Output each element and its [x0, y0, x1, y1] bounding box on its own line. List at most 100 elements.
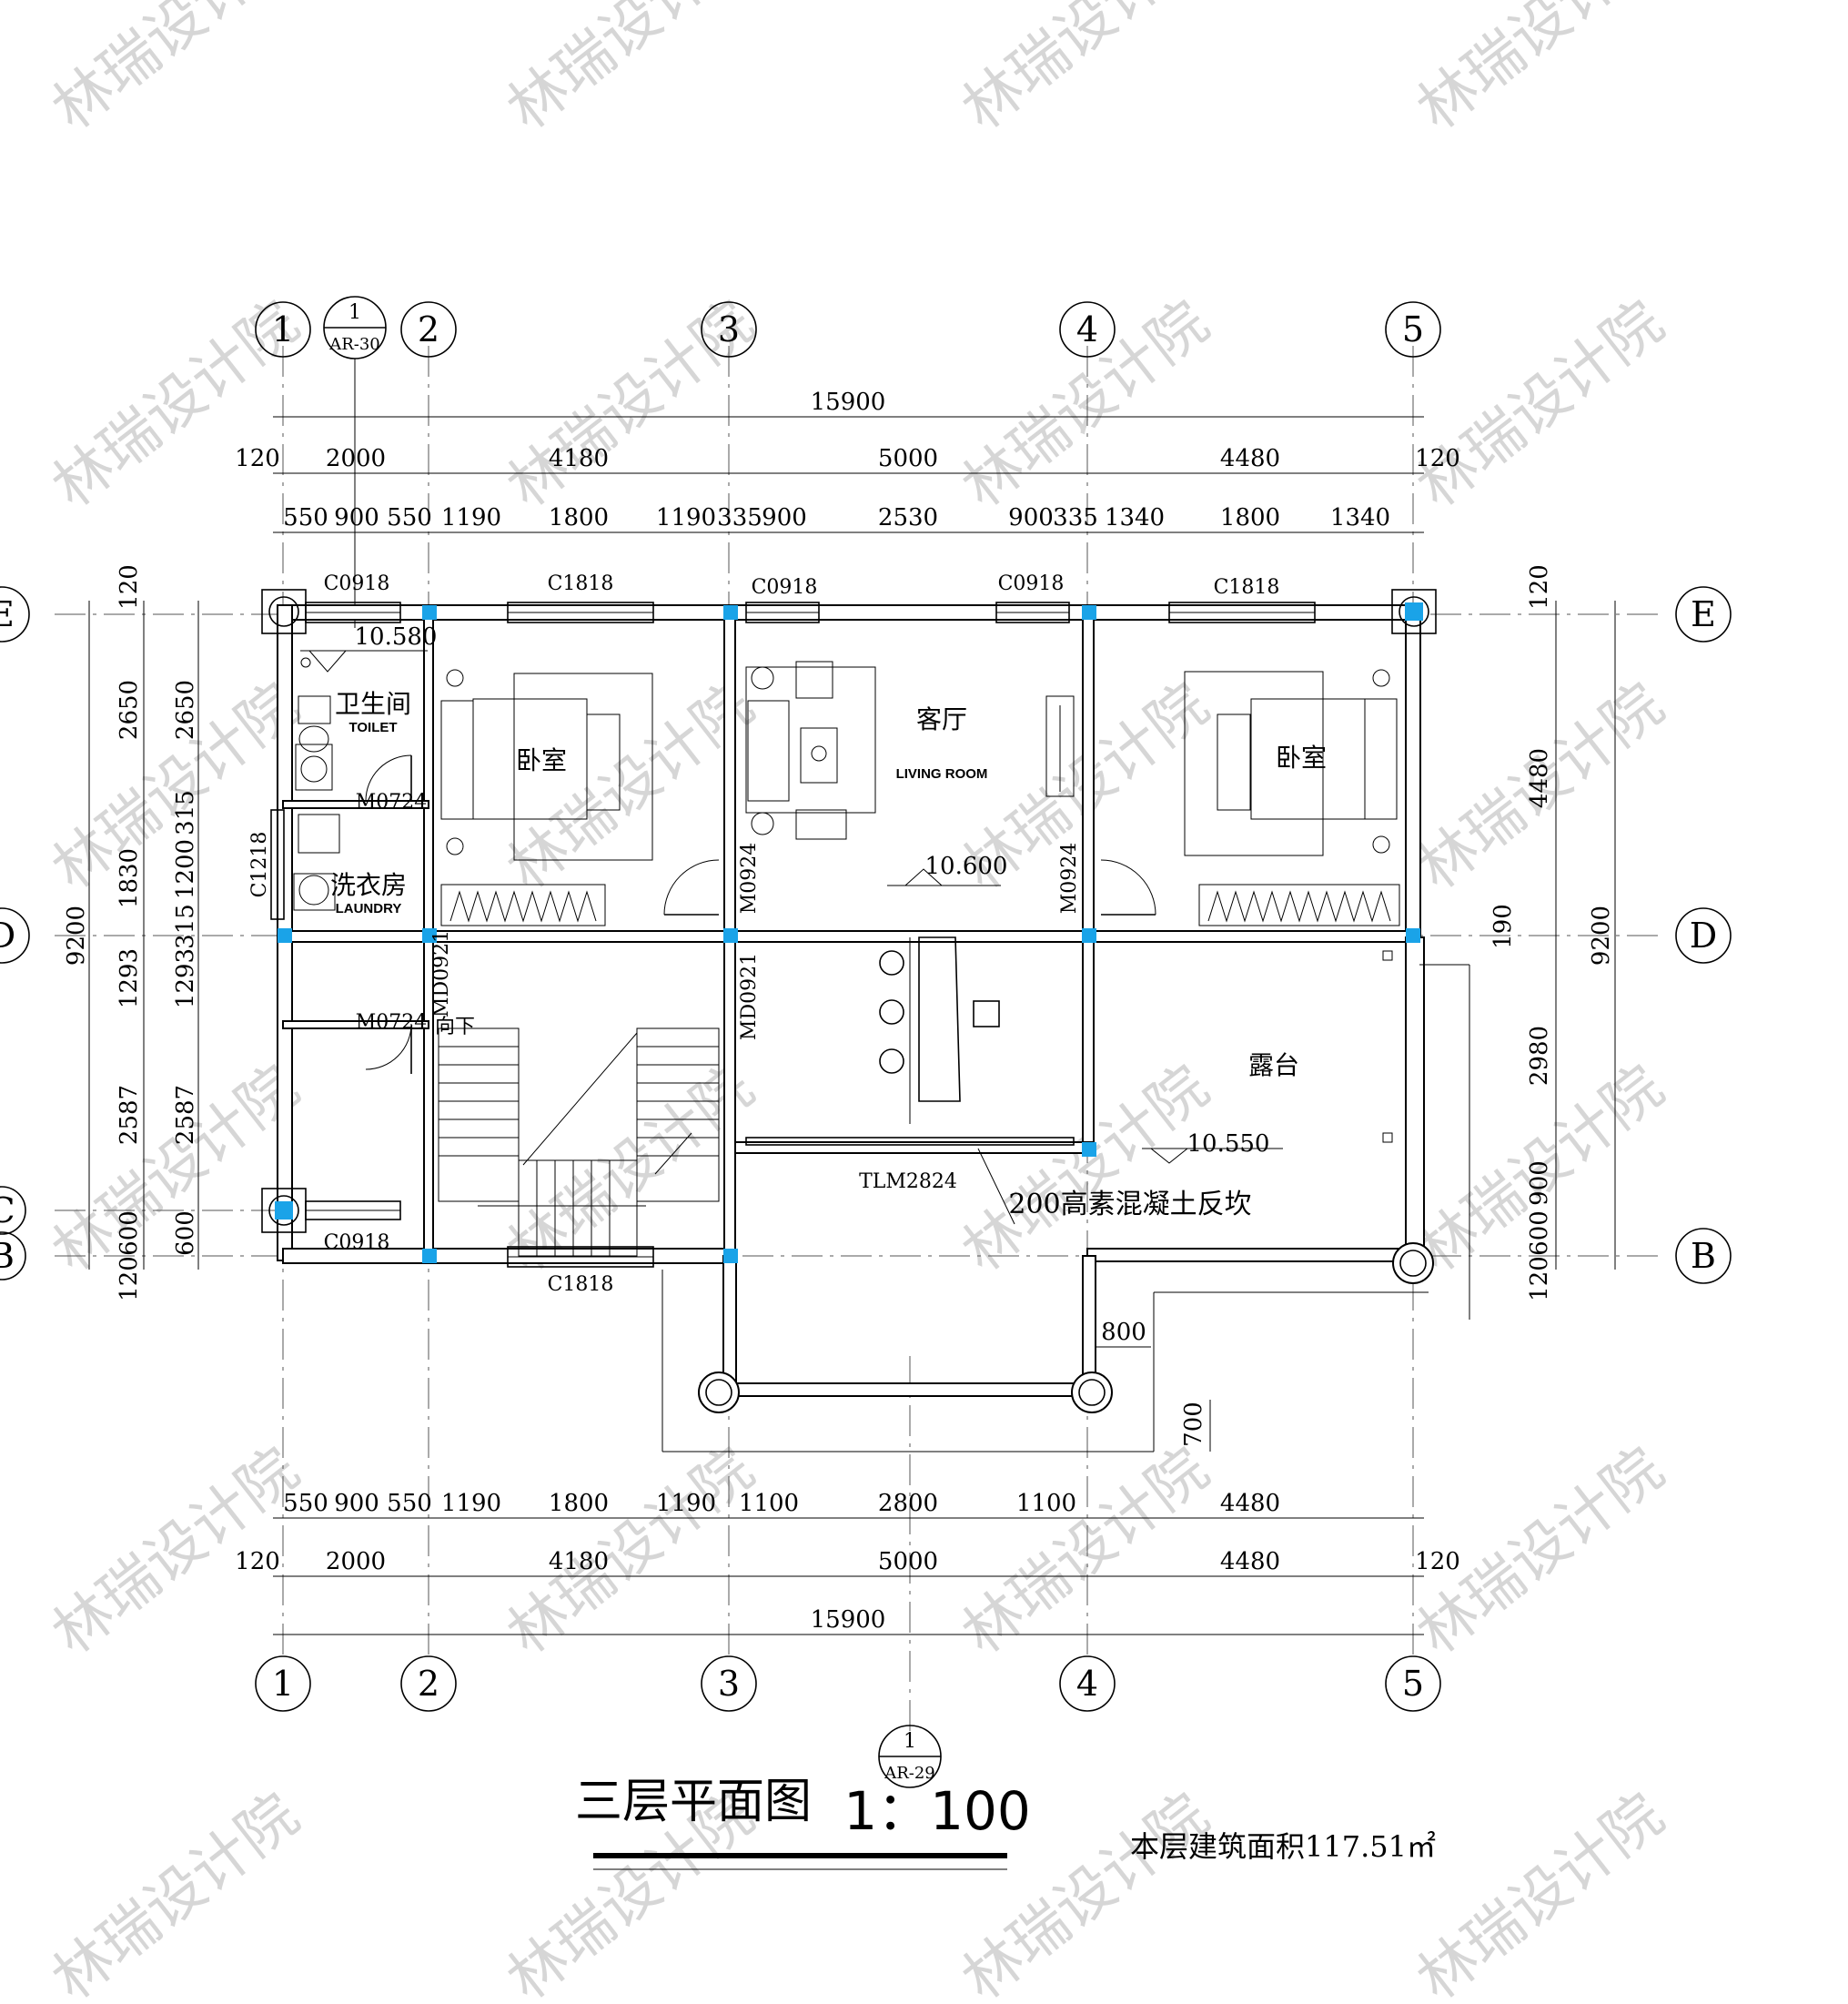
- dim-700: 700: [1180, 1402, 1207, 1447]
- living-room-label-en: LIVING ROOM: [896, 766, 988, 782]
- elevation-label: 10.580: [355, 623, 438, 651]
- svg-text:120: 120: [116, 564, 143, 610]
- svg-text:120: 120: [1526, 564, 1553, 610]
- axis-bubble: D: [0, 907, 30, 964]
- toilet-fixtures: [293, 657, 340, 911]
- svg-text:1190: 1190: [441, 504, 501, 531]
- door-label: MD0921: [738, 953, 761, 1040]
- watermark: 林瑞设计院: [40, 0, 311, 144]
- svg-text:120: 120: [235, 445, 280, 472]
- svg-text:1: 1: [348, 301, 361, 324]
- svg-text:1: 1: [904, 1730, 916, 1753]
- svg-text:315: 315: [172, 790, 199, 835]
- svg-text:AR-30: AR-30: [328, 335, 380, 354]
- svg-text:1800: 1800: [549, 504, 609, 531]
- door-label: M0924: [1058, 843, 1081, 915]
- detail-reference-top: 1 AR-30: [323, 296, 387, 628]
- svg-text:4480: 4480: [1220, 445, 1280, 472]
- dimensions-right: 120 4480 190 2980 900 600 120 9200: [1490, 564, 1616, 1301]
- window-label: C0918: [998, 572, 1065, 595]
- curb-note: 200高素混凝土反坎: [1008, 1189, 1251, 1220]
- svg-text:3: 3: [718, 309, 740, 349]
- dimensions-left: 9200 120 2650 1830 1293 2587 600 120 265…: [63, 564, 199, 1301]
- svg-text:120: 120: [1415, 1548, 1460, 1575]
- door-label: M0724: [356, 791, 428, 814]
- detail-reference-bottom: 1 AR-29: [878, 1725, 942, 1788]
- watermark: 林瑞设计院: [1405, 288, 1676, 521]
- svg-text:5000: 5000: [878, 1548, 938, 1575]
- axis-bubble: 3: [701, 1655, 757, 1712]
- drawing-scale: 1：100: [843, 1780, 1031, 1842]
- svg-text:1100: 1100: [739, 1490, 799, 1517]
- svg-text:D: D: [1690, 916, 1717, 956]
- svg-text:1190: 1190: [441, 1490, 501, 1517]
- window-label: C0918: [324, 1231, 390, 1254]
- door-label: M0724: [356, 1011, 428, 1034]
- svg-text:1293: 1293: [172, 948, 199, 1008]
- terrace-label: 露台: [1248, 1050, 1299, 1080]
- watermark: 林瑞设计院: [40, 288, 311, 521]
- window-label: C1218: [248, 832, 271, 898]
- dim-800: 800: [1101, 1319, 1146, 1346]
- axis-bubble: E: [1675, 586, 1732, 643]
- svg-text:550: 550: [283, 504, 328, 531]
- svg-text:AR-29: AR-29: [884, 1764, 935, 1783]
- watermark: 林瑞设计院: [1405, 1781, 1676, 2004]
- toilet-label: 卫生间: [335, 689, 411, 719]
- axis-bubbles-top: 1 2 3 4 5: [255, 301, 1441, 358]
- svg-text:1340: 1340: [1105, 504, 1165, 531]
- svg-text:335: 335: [1053, 504, 1098, 531]
- svg-text:550: 550: [283, 1490, 328, 1517]
- doors: M0724 M0724 M0924 M0924 MD0921 MD0921 TL…: [356, 754, 1156, 1193]
- window-label: C1818: [1214, 576, 1280, 599]
- svg-text:120: 120: [116, 1256, 143, 1301]
- svg-text:900: 900: [1526, 1160, 1553, 1206]
- axis-bubble: 3: [701, 301, 757, 358]
- drawing-title: 三层平面图: [575, 1775, 812, 1829]
- svg-text:E: E: [1691, 594, 1716, 634]
- watermark: 林瑞设计院: [495, 0, 766, 144]
- svg-text:120: 120: [235, 1548, 280, 1575]
- svg-text:3: 3: [718, 1664, 740, 1704]
- living-room-label: 客厅: [916, 704, 967, 734]
- door-label: TLM2824: [859, 1170, 957, 1193]
- svg-text:5: 5: [1402, 309, 1424, 349]
- dimensions-bottom: 550 900 550 1190 1800 1190 1100 2800 110…: [235, 1490, 1460, 1635]
- svg-text:120: 120: [1415, 445, 1460, 472]
- door-label: MD0921: [430, 930, 453, 1017]
- svg-text:E: E: [0, 594, 15, 634]
- svg-text:1: 1: [272, 309, 294, 349]
- elevation-markers: 10.580 10.600 10.550: [300, 623, 1269, 1158]
- dim-overall-left: 9200: [63, 906, 90, 966]
- axis-bubble: E: [0, 586, 30, 643]
- windows: C0918 C1818 C0918 C0918 C1818 C0918 C181…: [248, 572, 1316, 1296]
- door-label: M0924: [738, 843, 761, 915]
- terrace-details: [977, 950, 1393, 1225]
- axis-bubble: B: [1675, 1228, 1732, 1284]
- svg-text:1340: 1340: [1330, 504, 1390, 531]
- elevation-label: 10.600: [925, 853, 1008, 880]
- floor-area-note: 本层建筑面积117.51㎡: [1130, 1829, 1436, 1864]
- svg-text:1800: 1800: [1220, 504, 1280, 531]
- svg-text:4480: 4480: [1220, 1490, 1280, 1517]
- svg-text:315: 315: [172, 904, 199, 949]
- svg-text:2650: 2650: [116, 680, 143, 740]
- svg-text:B: B: [0, 1236, 15, 1276]
- dimensions-top: 15900 120 2000 4180 5000 4480 120 550 90…: [235, 389, 1460, 533]
- svg-text:190: 190: [1490, 904, 1517, 949]
- watermark: 林瑞设计院: [1405, 0, 1676, 144]
- svg-text:600: 600: [1526, 1210, 1553, 1256]
- laundry-label-en: LAUNDRY: [336, 901, 402, 916]
- window-label: C0918: [752, 576, 818, 599]
- svg-text:120: 120: [1526, 1256, 1553, 1301]
- svg-text:2800: 2800: [878, 1490, 938, 1517]
- svg-text:600: 600: [116, 1210, 143, 1256]
- axis-bubble: D: [1675, 907, 1732, 964]
- svg-text:335: 335: [717, 504, 762, 531]
- axis-bubble: 1: [255, 301, 311, 358]
- svg-text:2: 2: [418, 309, 439, 349]
- axis-bubble: 4: [1059, 301, 1116, 358]
- svg-text:4: 4: [1076, 1664, 1098, 1704]
- axis-bubble: 2: [400, 301, 457, 358]
